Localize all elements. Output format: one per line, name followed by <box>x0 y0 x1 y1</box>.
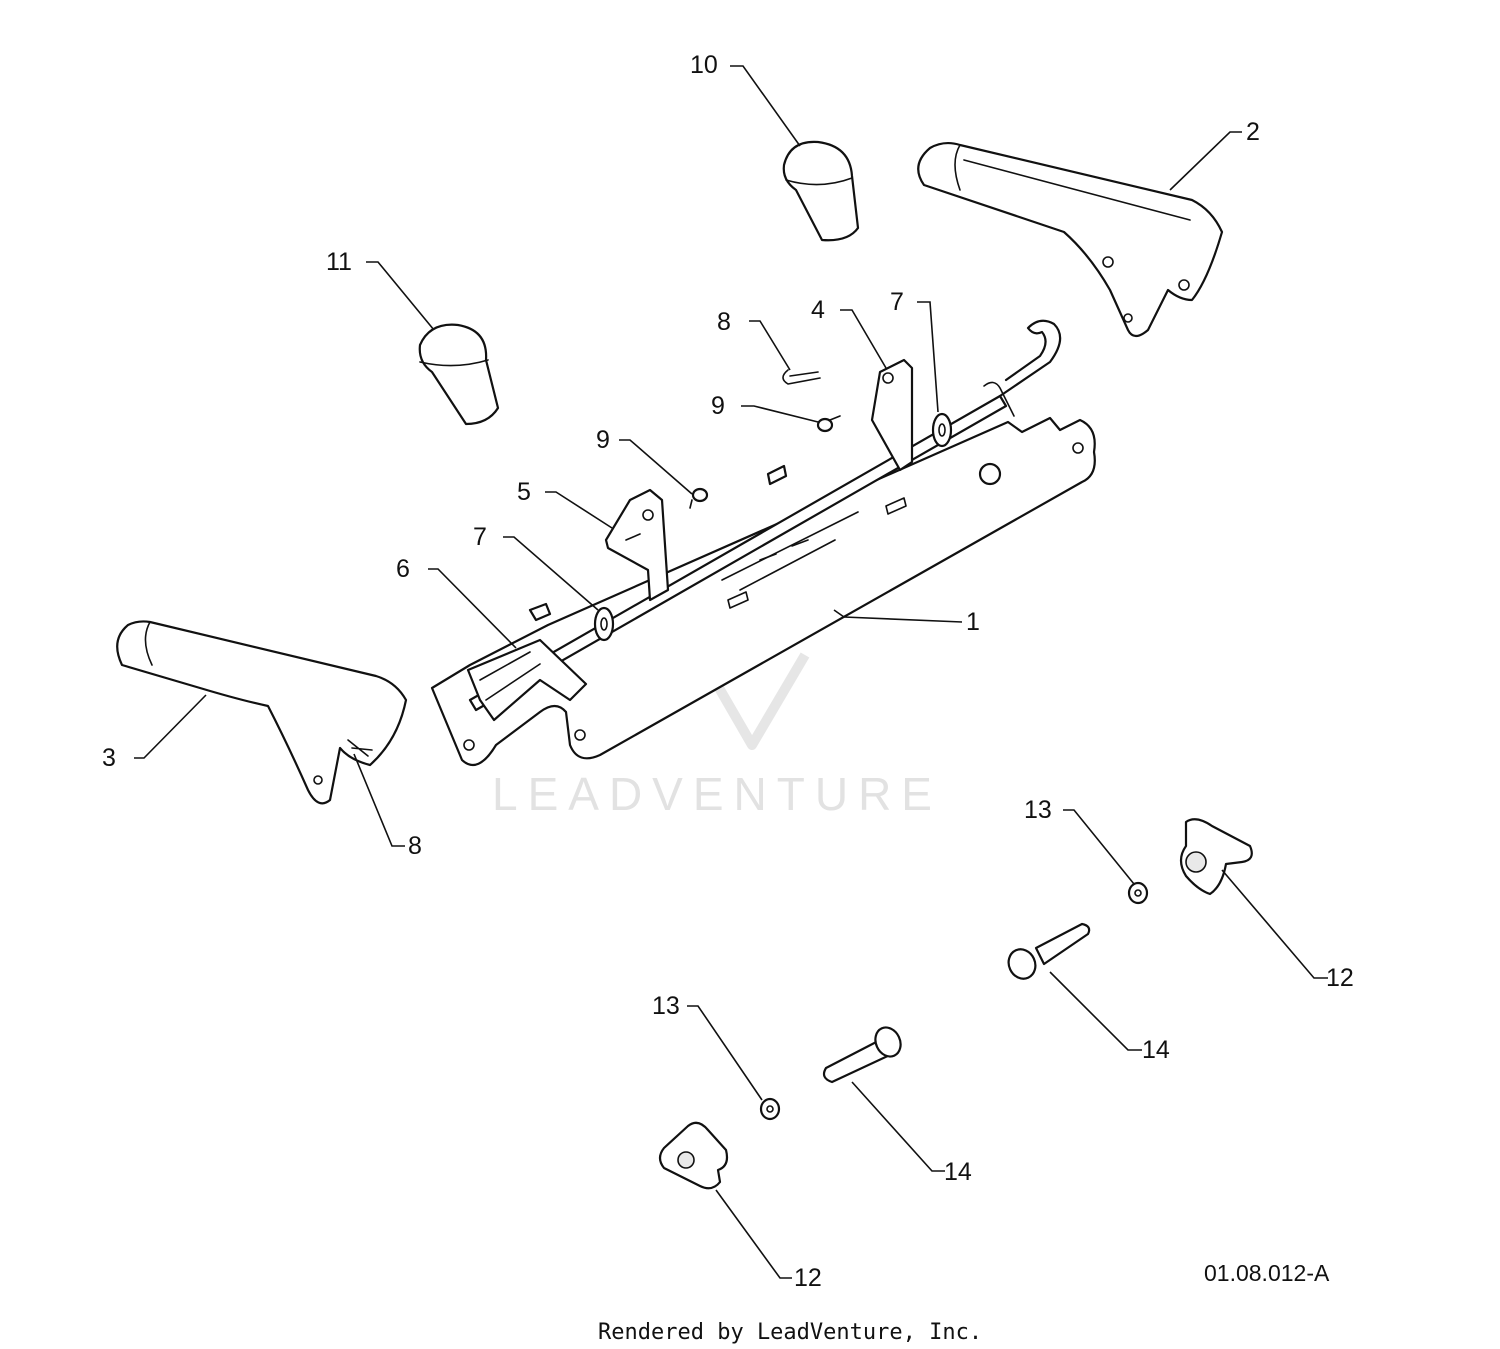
part-2-right-handle <box>917 141 1224 338</box>
callout-10: 10 <box>690 51 718 79</box>
callout-5: 5 <box>517 478 531 506</box>
part-14-bolt-left <box>822 1026 902 1084</box>
callout-12-right: 12 <box>1326 964 1354 992</box>
part-8-hairpin-clip-upper <box>782 369 821 385</box>
part-11-knob-left <box>418 323 500 426</box>
callout-1: 1 <box>966 608 980 636</box>
shaft-assembly <box>466 319 1062 722</box>
callout-14-left: 14 <box>944 1158 972 1186</box>
footer-credit: Rendered by LeadVenture, Inc. <box>598 1320 982 1345</box>
callout-12-left: 12 <box>794 1264 822 1292</box>
callout-14-right: 14 <box>1142 1036 1170 1064</box>
watermark-text: LEADVENTURE <box>492 768 942 820</box>
diagram-code: 01.08.012-A <box>1204 1260 1330 1286</box>
part-12-star-knob-left <box>658 1121 729 1190</box>
callout-7-upper: 7 <box>890 288 904 316</box>
part-7-bushing-upper <box>931 412 953 448</box>
callout-labels: 10 2 11 8 4 7 9 9 5 7 6 1 3 8 13 12 14 1… <box>102 51 1354 1292</box>
part-9-fastener-upper <box>816 415 841 433</box>
leader-lines <box>134 65 1328 1279</box>
part-1-mounting-plate <box>430 416 1096 767</box>
callout-9-lower: 9 <box>596 426 610 454</box>
callout-11: 11 <box>326 248 352 276</box>
callout-9-upper: 9 <box>711 392 725 420</box>
part-13-nut-left <box>759 1097 781 1121</box>
part-13-nut-right <box>1127 881 1149 905</box>
callout-13-left: 13 <box>652 992 680 1020</box>
part-12-star-knob-right <box>1179 818 1253 896</box>
callout-7-lower: 7 <box>473 523 487 551</box>
callout-8-lower: 8 <box>408 832 422 860</box>
part-3-left-handle <box>116 620 408 805</box>
callout-6: 6 <box>396 555 410 583</box>
callout-3: 3 <box>102 744 116 772</box>
part-9-fastener-lower <box>689 487 709 509</box>
part-7-bushing-lower <box>593 606 615 642</box>
part-14-bolt-right <box>1007 922 1091 980</box>
callout-2: 2 <box>1246 118 1260 146</box>
callout-4: 4 <box>811 296 825 324</box>
part-10-knob-upper <box>782 140 860 242</box>
callout-13-right: 13 <box>1024 796 1052 824</box>
callout-8-upper: 8 <box>717 308 731 336</box>
